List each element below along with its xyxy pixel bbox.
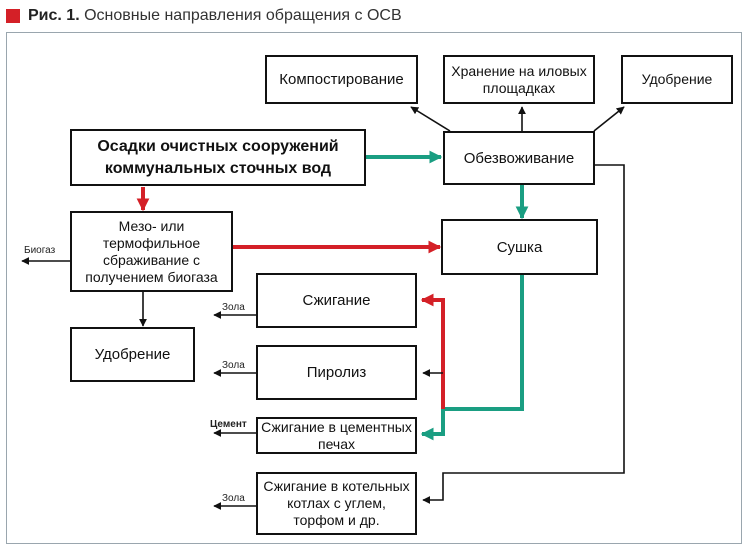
figure-label: Рис. 1. [28, 7, 80, 24]
box-dewatering: Обезвоживание [443, 131, 595, 185]
title-marker [6, 9, 20, 23]
label-biogas: Биогаз [24, 245, 56, 256]
arrow-to-composting [410, 106, 451, 132]
box-cement-kilns: Сжигание в цементных печах [256, 417, 417, 454]
figure-title: Рис. 1. Основные направления обращения с… [6, 4, 402, 28]
box-fertilizer-top: Удобрение [621, 55, 733, 104]
box-sewage-sludge: Осадки очистных сооружений коммунальных … [70, 129, 366, 186]
label-cement: Цемент [210, 419, 247, 430]
box-drying: Сушка [441, 219, 598, 275]
box-incineration: Сжигание [256, 273, 417, 328]
label-ash-3: Зола [222, 493, 245, 504]
box-fertilizer-left: Удобрение [70, 327, 195, 382]
box-pyrolysis: Пиролиз [256, 345, 417, 400]
arrow-to-incineration [420, 293, 445, 409]
label-ash-1: Зола [222, 302, 245, 313]
figure-caption-text: Основные направления обращения с ОСВ [84, 7, 402, 24]
arrow-dewatering-to-boilers [422, 164, 625, 504]
box-storage: Хранение на иловых площадках [443, 55, 595, 104]
box-composting: Компостирование [265, 55, 418, 104]
arrow-to-fertilizer-top [593, 106, 625, 132]
box-boilers: Сжигание в котельных котлах с углем, тор… [256, 472, 417, 535]
label-ash-2: Зола [222, 360, 245, 371]
figure-caption: Рис. 1. Основные направления обращения с… [28, 7, 402, 25]
box-digestion: Мезо- или термофильное сбраживание с пол… [70, 211, 233, 292]
